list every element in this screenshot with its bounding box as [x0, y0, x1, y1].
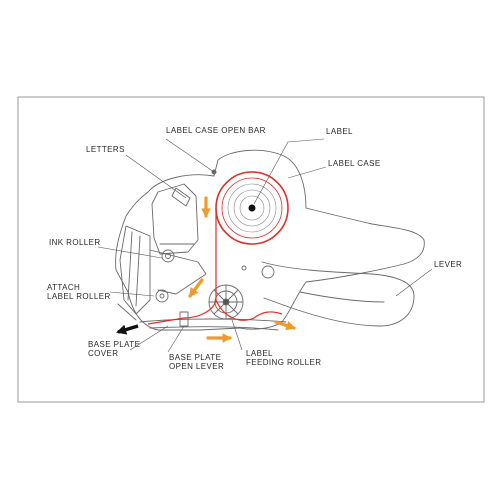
feed-arrow-diag [188, 278, 204, 298]
label-label: LABEL [326, 127, 353, 136]
lever [261, 261, 415, 327]
label-case-label: LABEL CASE [328, 159, 381, 168]
base-plate-open-lever [179, 311, 189, 327]
eject-arrow [116, 324, 139, 335]
letters-label: LETTERS [86, 145, 125, 154]
lever-label: LEVER [434, 260, 463, 269]
label-case-open-bar-label: LABEL CASE OPEN BAR [166, 126, 266, 135]
feed-arrow-right-upper [274, 320, 296, 331]
ink-roller-label: INK ROLLER [49, 238, 101, 247]
label-path [147, 208, 283, 325]
label-roll-hub [248, 204, 256, 212]
label-feeding-roller-label: LABEL FEEDING ROLLER [246, 349, 322, 367]
attach-label-roller [155, 289, 169, 303]
diagram-panel [17, 96, 485, 403]
front-frame [119, 225, 151, 315]
attach-label-roller-label: ATTACH LABEL ROLLER [47, 283, 111, 301]
base-plate-cover-label: BASE PLATE COVER [88, 340, 141, 358]
letters-housing [151, 183, 199, 255]
base-plate [139, 318, 287, 323]
base-plate-open-lever-label: BASE PLATE OPEN LEVER [169, 353, 225, 371]
body-outline [115, 149, 425, 331]
